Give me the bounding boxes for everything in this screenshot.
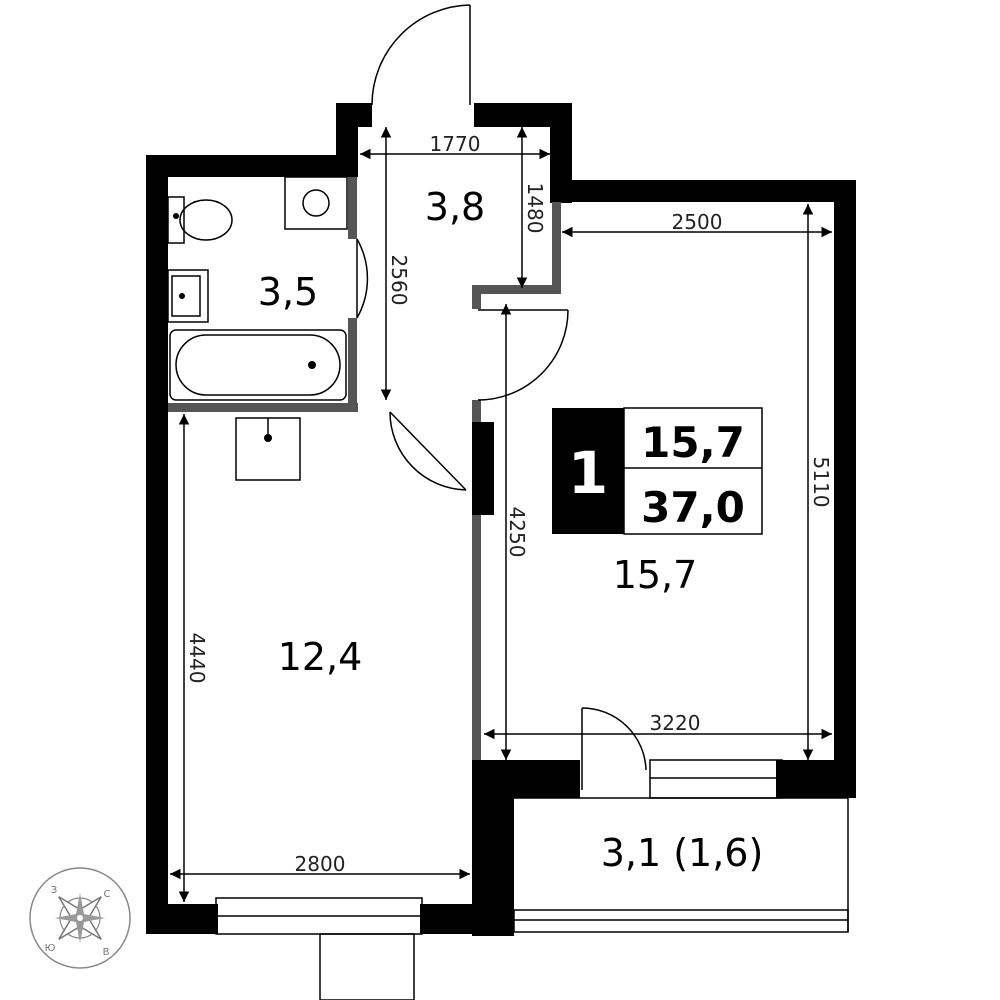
bathtub-icon bbox=[169, 329, 347, 401]
dim-living-width: 2800 bbox=[295, 852, 346, 876]
living-room-window bbox=[215, 897, 423, 935]
kitchen-door[interactable] bbox=[477, 309, 569, 401]
living-space-label: 15,7 bbox=[641, 418, 745, 467]
bathroom-door[interactable] bbox=[356, 238, 369, 319]
apartment-badge: 1 15,7 37,0 bbox=[552, 407, 763, 535]
balcony-area-label: 3,1 (1,6) bbox=[601, 831, 764, 875]
compass-south-label: Ю bbox=[45, 943, 56, 954]
dim-kitchen-depth-left: 4250 bbox=[505, 507, 529, 558]
hall-area-label: 3,8 bbox=[425, 185, 485, 229]
dim-living-length: 4440 bbox=[185, 633, 209, 684]
kitchen-window bbox=[649, 759, 783, 799]
compass-east-label: В bbox=[103, 947, 110, 958]
ventilation-shaft bbox=[319, 933, 415, 1000]
bathroom-sink-icon bbox=[167, 269, 209, 323]
exterior-walls bbox=[146, 103, 856, 936]
hallway-sink-icon bbox=[235, 417, 301, 481]
compass-icon: С З Ю В bbox=[29, 867, 131, 969]
dim-hall-width: 1770 bbox=[430, 132, 481, 156]
balcony-window bbox=[513, 909, 849, 933]
dim-kitchen-width-bottom: 3220 bbox=[650, 711, 701, 735]
interior-partitions bbox=[168, 177, 561, 760]
dim-kitchen-length: 5110 bbox=[809, 457, 833, 508]
compass-west-label: З bbox=[51, 885, 57, 896]
living-room-area-label: 12,4 bbox=[278, 635, 363, 679]
balcony-door[interactable] bbox=[581, 707, 647, 790]
compass-north-label: С bbox=[104, 889, 111, 900]
bathroom-area-label: 3,5 bbox=[258, 270, 318, 314]
dim-corridor-length: 2560 bbox=[387, 255, 411, 306]
toilet-icon bbox=[167, 196, 233, 244]
entrance-door[interactable] bbox=[366, 4, 471, 109]
total-space-label: 37,0 bbox=[641, 483, 745, 532]
living-room-door[interactable] bbox=[389, 411, 467, 491]
balcony-outline bbox=[514, 797, 849, 932]
dim-kitchen-width-top: 2500 bbox=[672, 210, 723, 234]
washing-machine-icon bbox=[284, 176, 348, 230]
room-count-label: 1 bbox=[568, 439, 608, 507]
kitchen-area-label: 15,7 bbox=[613, 553, 698, 597]
dim-hall-depth: 1480 bbox=[523, 183, 547, 234]
dimension-lines bbox=[170, 127, 832, 902]
